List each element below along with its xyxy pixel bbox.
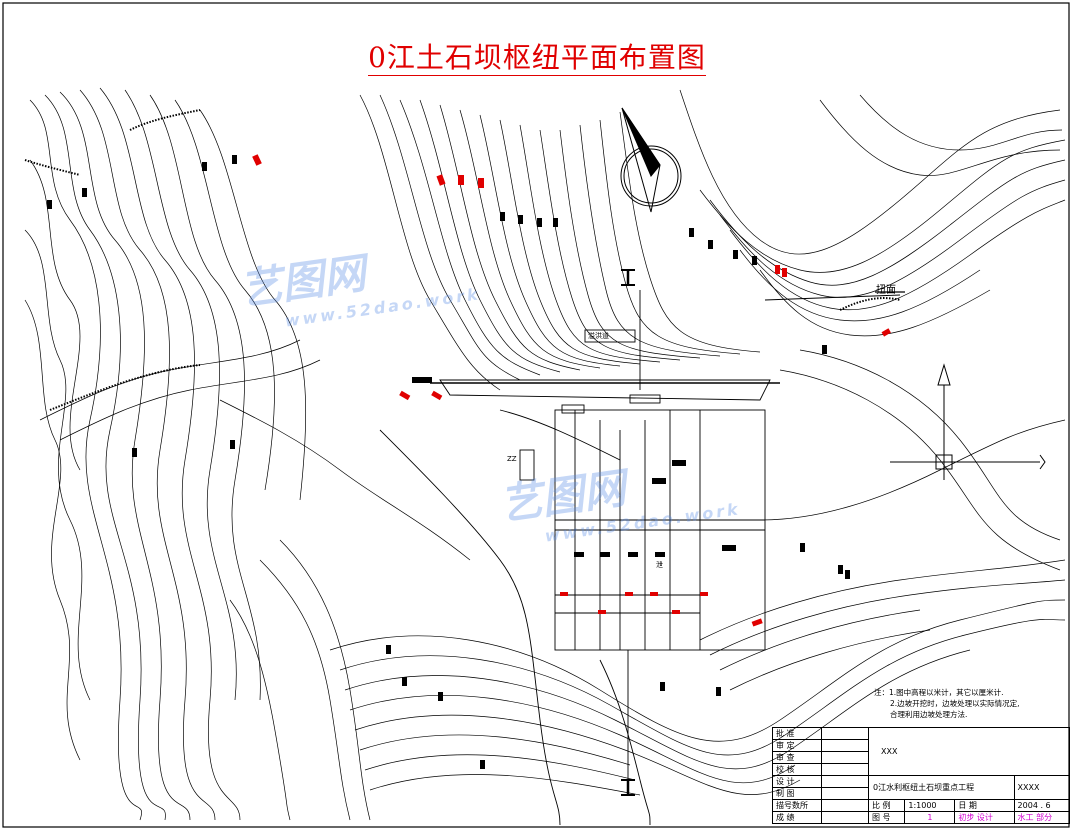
tb-row-label: 成 绩: [772, 811, 822, 824]
drawing-title: 0江土石坝枢纽平面布置图: [368, 41, 706, 76]
notes-prefix: 注：: [874, 688, 889, 697]
tb-row-label: 校 核: [772, 763, 822, 776]
dam-structures: [430, 269, 905, 796]
tb-row-label: 审 定: [772, 739, 822, 752]
tb-drawing-no-label: 图 号: [867, 811, 906, 824]
notes-line2: 2.边坡开挖时，边坡处理以实际情况定,: [890, 699, 1020, 708]
title-block: 批 准 XXX 审 定 审 查 校 核 设 计 0江水利枢纽土石坝重点工程 XX…: [772, 727, 1071, 824]
tb-org: XXX: [868, 727, 1070, 776]
map-label-block1: 溢洪道: [588, 332, 609, 340]
tb-date-label: 日 期: [954, 799, 1015, 812]
map-label-b2: ZZ: [507, 455, 517, 463]
tb-row-label: 审 查: [772, 751, 822, 764]
tb-scale: 1:1000: [904, 799, 956, 812]
contour-lines: [24, 87, 1066, 826]
map-label-b3: 泄: [656, 561, 663, 569]
tb-drawing-no: 1: [904, 811, 956, 824]
tb-date: 2004 . 6: [1013, 799, 1071, 812]
tb-stage: 初步 设计: [954, 811, 1015, 824]
tb-project: 0江水利枢纽土石坝重点工程: [868, 775, 1015, 800]
tb-row-label: 制 图: [772, 787, 822, 800]
north-arrow-icon: [620, 107, 682, 213]
notes-line3: 合理利用边坡处理方法.: [890, 710, 968, 719]
tb-row-label: 设 计: [772, 775, 822, 788]
coordinate-marker-icon: [890, 363, 1046, 480]
tb-row-label: 描号数所: [772, 799, 822, 812]
notes-line1: 1.图中高程以米计，其它以厘米计.: [889, 688, 1004, 697]
drawing-notes: 注：1.图中高程以米计，其它以厘米计. 2.边坡开挖时，边坡处理以实际情况定, …: [874, 687, 1020, 720]
map-label-section: 扭面: [876, 285, 896, 296]
tb-code: XXXX: [1013, 775, 1071, 800]
tb-discipline: 水工 部分: [1013, 811, 1071, 824]
tb-scale-label: 比 例: [867, 799, 906, 812]
tb-row-label: 批 准: [772, 727, 822, 740]
survey-markers: [47, 154, 891, 769]
